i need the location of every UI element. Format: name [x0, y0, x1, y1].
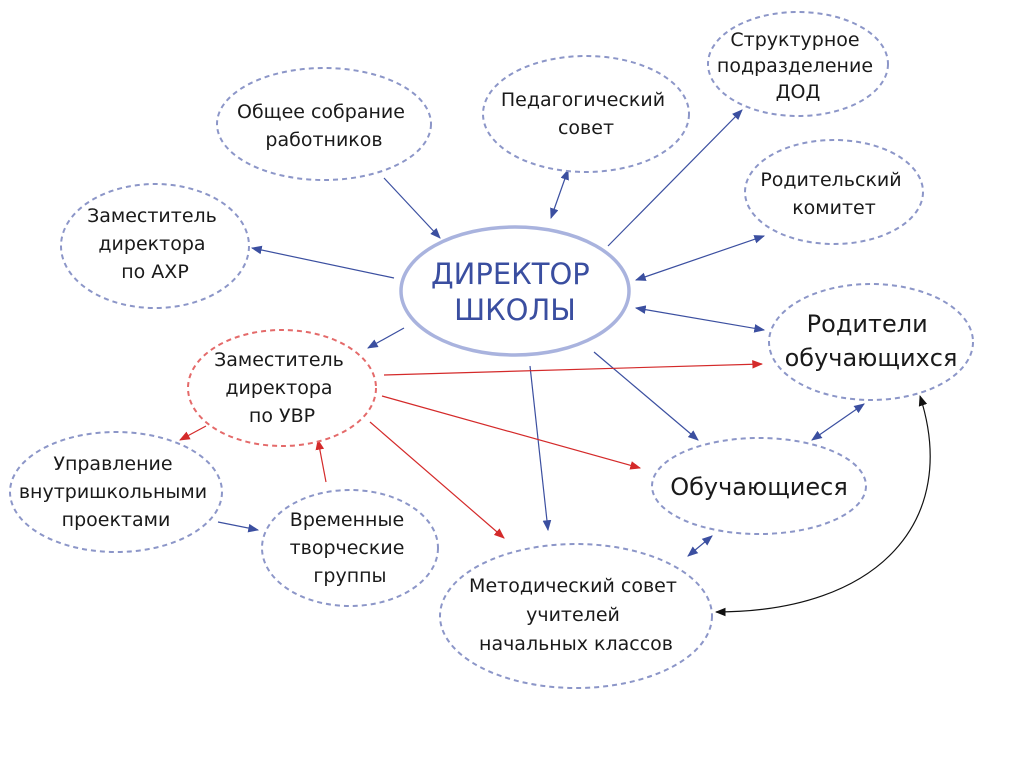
node-general-meeting: Общее собрание работников [216, 67, 432, 181]
svg-text:Заместитель директора: Заместитель директора по УВР [214, 349, 350, 427]
creative-groups-line-3: группы [313, 565, 386, 587]
ped-council-line-1: Педагогический [501, 89, 665, 111]
arrow-to-students [593, 351, 699, 441]
general-meeting-line-2: работников [265, 129, 382, 151]
director-line-2: ШКОЛЫ [454, 293, 576, 327]
node-creative-groups: Временные творческие группы [261, 489, 439, 607]
svg-text:Родительский комитет: Родительский комитет [760, 169, 907, 219]
parent-committee-line-1: Родительский [760, 169, 901, 191]
svg-text:ДИРЕКТОР ШКОЛЫ: ДИРЕКТОР ШКОЛЫ [431, 257, 599, 327]
arrow-to-general-meeting [383, 177, 441, 239]
arrow-projects-to-creative [217, 521, 260, 533]
svg-text:Управление внутришкольны: Управление внутришкольными проектами [19, 453, 213, 531]
connectors [179, 109, 931, 617]
arrow-uvr-to-students [381, 395, 642, 470]
arrow-to-method-council [529, 365, 552, 532]
svg-text:Структурное подразделени: Структурное подразделение ДОД [717, 29, 879, 103]
dod-line-3: ДОД [776, 81, 821, 103]
node-parent-committee: Родительский комитет [744, 139, 924, 245]
dod-line-2: подразделение [717, 55, 873, 77]
svg-text:Родители обучающихся: Родители обучающихся [785, 310, 958, 372]
deputy-uvr-line-3: по УВР [249, 405, 315, 427]
method-council-line-3: начальных классов [479, 633, 673, 655]
parent-committee-line-2: комитет [792, 197, 876, 219]
director-line-1: ДИРЕКТОР [431, 257, 590, 291]
arrow-parents-method-council [714, 394, 931, 617]
deputy-ahr-line-1: Заместитель [87, 205, 217, 227]
node-students: Обучающиеся [651, 437, 867, 535]
deputy-uvr-line-2: директора [225, 377, 332, 399]
svg-text:Общее собрание работнико: Общее собрание работников [237, 101, 411, 151]
creative-groups-line-2: творческие [290, 537, 405, 559]
node-ped-council: Педагогический совет [482, 55, 690, 173]
arrow-to-dod [607, 109, 743, 247]
arrow-parent-committee-director [634, 235, 766, 281]
general-meeting-line-1: Общее собрание [237, 101, 405, 123]
projects-mgmt-line-2: внутришкольными [19, 481, 207, 503]
projects-mgmt-line-3: проектами [62, 509, 171, 531]
method-council-line-1: Методический совет [469, 575, 677, 597]
deputy-uvr-line-1: Заместитель [214, 349, 344, 371]
node-deputy-uvr: Заместитель директора по УВР [187, 329, 377, 447]
svg-text:Заместитель директора: Заместитель директора по АХР [87, 205, 223, 283]
arrow-ped-council-director [550, 168, 569, 220]
deputy-ahr-line-2: директора [98, 233, 205, 255]
arrow-uvr-to-method-council [369, 421, 505, 539]
svg-text:Педагогический совет: Педагогический совет [501, 89, 671, 139]
arrow-director-parents [634, 305, 766, 333]
arrow-uvr-to-projects [179, 425, 207, 441]
method-council-line-2: учителей [526, 604, 620, 626]
arrow-to-deputy-ahr [250, 245, 395, 279]
parents-line-2: обучающихся [785, 344, 958, 372]
node-projects-mgmt: Управление внутришкольными проектами [9, 431, 223, 553]
dod-line-1: Структурное [730, 29, 859, 51]
node-dod: Структурное подразделение ДОД [707, 11, 889, 117]
node-method-council: Методический совет учителей начальных кл… [439, 543, 713, 689]
ped-council-line-2: совет [558, 117, 614, 139]
arrow-students-method-council [687, 535, 713, 557]
svg-text:Временные творческие: Временные творческие группы [290, 509, 411, 587]
svg-text:Методический совет учите: Методический совет учителей начальных кл… [469, 575, 683, 655]
creative-groups-line-1: Временные [290, 509, 404, 531]
deputy-ahr-line-3: по АХР [121, 261, 189, 283]
projects-mgmt-line-1: Управление [53, 453, 172, 475]
node-parents: Родители обучающихся [768, 283, 974, 401]
parents-line-1: Родители [807, 310, 928, 338]
svg-text:Обучающиеся: Обучающиеся [670, 473, 848, 501]
node-director: ДИРЕКТОР ШКОЛЫ [399, 225, 631, 357]
arrow-creative-to-uvr [315, 438, 327, 483]
arrow-to-deputy-uvr [367, 327, 405, 349]
node-deputy-ahr: Заместитель директора по АХР [60, 183, 250, 309]
arrow-uvr-to-parents [383, 359, 764, 376]
students-line-1: Обучающиеся [670, 473, 848, 501]
arrow-parents-students [811, 403, 865, 441]
